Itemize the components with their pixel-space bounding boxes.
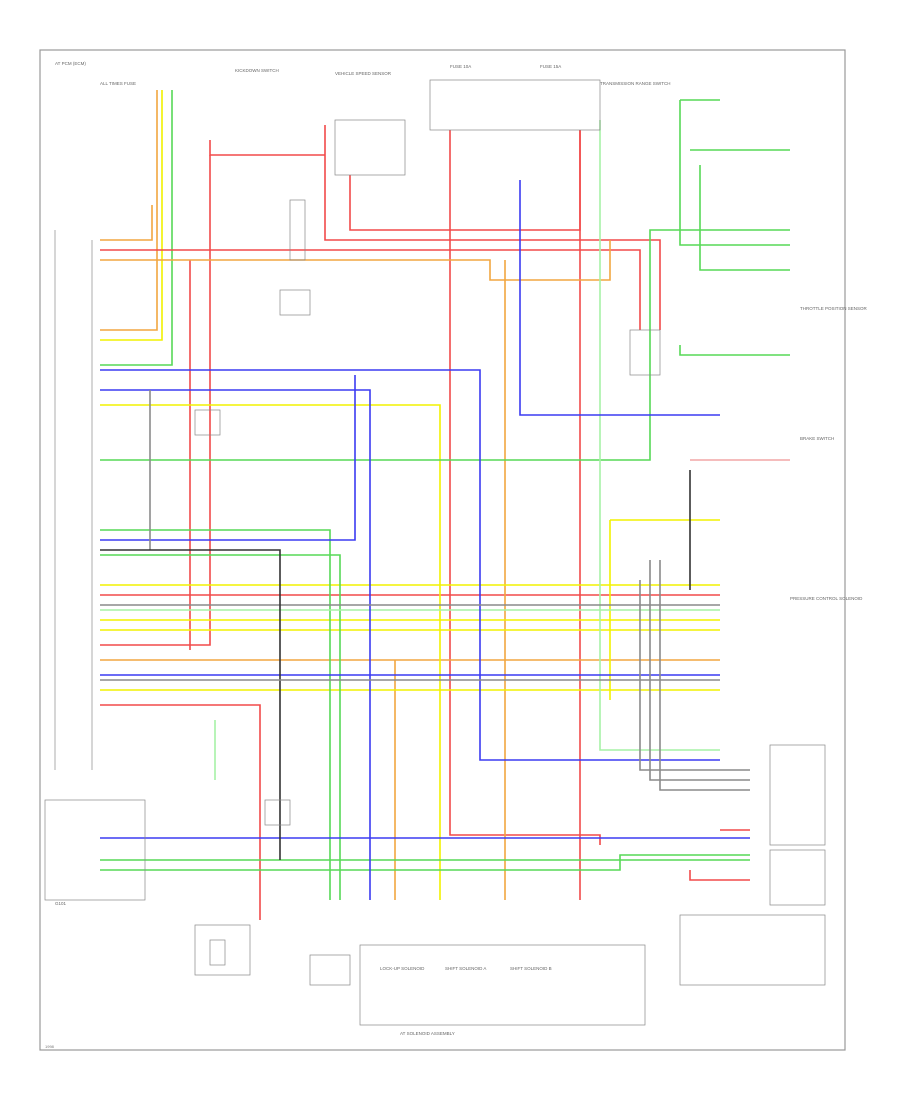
label-fuse-b: FUSE 15A — [540, 64, 561, 69]
label-kickdown: KICKDOWN SWITCH — [235, 68, 279, 73]
splice-box — [279, 289, 311, 316]
footer-code: 1998 — [45, 1044, 55, 1049]
label-shift-a: SHIFT SOLENOID A — [445, 966, 486, 971]
pressure-box — [769, 849, 826, 906]
vss-box — [334, 119, 406, 176]
label-top-left: AT PCM (ECM) — [55, 61, 86, 66]
diagram-frame — [39, 49, 846, 1051]
label-fuse-a: FUSE 10A — [450, 64, 471, 69]
label-throttle: THROTTLE POSITION SENSOR — [800, 306, 868, 311]
wires — [100, 90, 790, 920]
label-vss: VEHICLE SPEED SENSOR — [335, 71, 392, 76]
components-boxes — [44, 79, 826, 1026]
label-shift-b: SHIFT SOLENOID B — [510, 966, 552, 971]
label-brake: BRAKE SWITCH — [800, 436, 834, 441]
fuse-box — [429, 79, 601, 131]
label-lockup: LOCK-UP SOLENOID — [380, 966, 425, 971]
label-range-switch: TRANSMISSION RANGE SWITCH — [600, 81, 671, 86]
speed-sensor-box — [309, 954, 351, 986]
label-ground: G101 — [55, 901, 67, 906]
connector-ticks — [194, 199, 661, 966]
label-solenoids: AT SOLENOID ASSEMBLY — [400, 1031, 455, 1036]
label-cruise: ALL TIMES FUSE — [100, 81, 136, 86]
throttle-box — [679, 914, 826, 986]
range-switch-box — [769, 744, 826, 846]
pcm-pin-column — [54, 230, 93, 770]
lockup-connector-box — [194, 924, 251, 976]
ground-box — [44, 799, 146, 901]
solenoid-assembly-box — [359, 944, 646, 1026]
label-pressure: PRESSURE CONTROL SOLENOID — [790, 596, 863, 601]
